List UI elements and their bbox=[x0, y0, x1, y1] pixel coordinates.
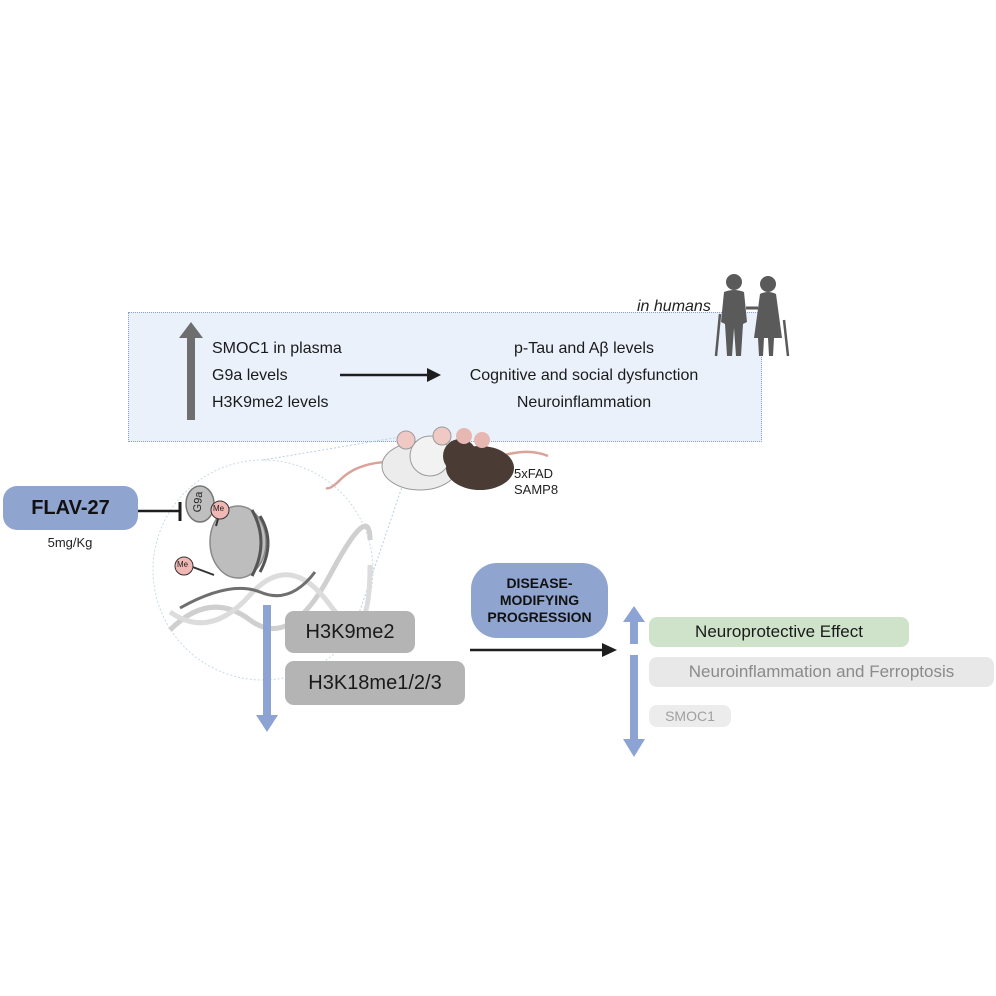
upregulation-arrow bbox=[179, 322, 203, 420]
elderly-people-icon bbox=[714, 274, 790, 357]
me-label-top: Me bbox=[213, 504, 225, 513]
up-item-smoc1: SMOC1 in plasma bbox=[212, 340, 342, 357]
zoom-line-top bbox=[262, 436, 401, 461]
histone-core bbox=[209, 505, 267, 579]
mice-icon bbox=[325, 426, 549, 491]
outcome-neuroinflammation: Neuroinflammation bbox=[516, 394, 652, 411]
zoom-line-bottom bbox=[351, 477, 406, 635]
outcome-cognitive-social: Cognitive and social dysfunction bbox=[469, 367, 699, 384]
model-samp8: SAMP8 bbox=[514, 482, 559, 497]
up-item-g9a: G9a levels bbox=[212, 367, 288, 384]
progression-arrow bbox=[470, 643, 617, 657]
disease-label-line-3: PROGRESSION bbox=[487, 609, 592, 625]
dose-label: 5mg/Kg bbox=[47, 535, 93, 550]
histone-down-arrow bbox=[256, 605, 278, 732]
decrease-arrow bbox=[623, 655, 645, 757]
up-item-h3k9me2: H3K9me2 levels bbox=[212, 394, 329, 411]
white-mouse-ear-left bbox=[396, 430, 416, 450]
histone-mark-h3k9me2: H3K9me2 bbox=[285, 611, 415, 653]
histone-wrap-2 bbox=[258, 515, 270, 573]
evidence-box bbox=[128, 312, 762, 442]
disease-modifying-label: DISEASE- MODIFYING PROGRESSION bbox=[471, 563, 608, 638]
g9a-label: G9a bbox=[191, 491, 206, 513]
me-label-left: Me bbox=[177, 560, 189, 569]
flav-27-label: FLAV-27 bbox=[3, 486, 138, 530]
leads-to-arrow bbox=[340, 368, 441, 382]
histone-wrap-1 bbox=[250, 509, 263, 577]
neuroprotective-effect: Neuroprotective Effect bbox=[649, 617, 909, 647]
white-mouse-tail bbox=[325, 460, 401, 490]
black-mouse-ear-left bbox=[456, 428, 472, 444]
model-5xfad: 5xFAD bbox=[514, 466, 554, 481]
inhibition-arrow bbox=[138, 502, 182, 521]
outcome-ptau-abeta: p-Tau and Aβ levels bbox=[514, 340, 654, 357]
neuroinflammation-ferroptosis: Neuroinflammation and Ferroptosis bbox=[649, 657, 994, 687]
me-mark-top bbox=[210, 500, 230, 520]
me-mark-stalk-left bbox=[189, 565, 215, 576]
dna-wrap bbox=[179, 571, 317, 610]
me-mark-left bbox=[174, 556, 194, 576]
smoc1-effect: SMOC1 bbox=[649, 705, 731, 727]
disease-label-line-1: DISEASE- bbox=[506, 575, 573, 591]
black-mouse-ear-right bbox=[474, 432, 490, 448]
disease-label-line-2: MODIFYING bbox=[499, 592, 580, 608]
increase-arrow bbox=[623, 606, 645, 644]
black-mouse-head bbox=[443, 439, 477, 473]
in-humans-label: in humans bbox=[637, 298, 711, 315]
histone-mark-h3k18me: H3K18me1/2/3 bbox=[285, 661, 465, 705]
white-mouse-ear-right bbox=[432, 426, 452, 446]
